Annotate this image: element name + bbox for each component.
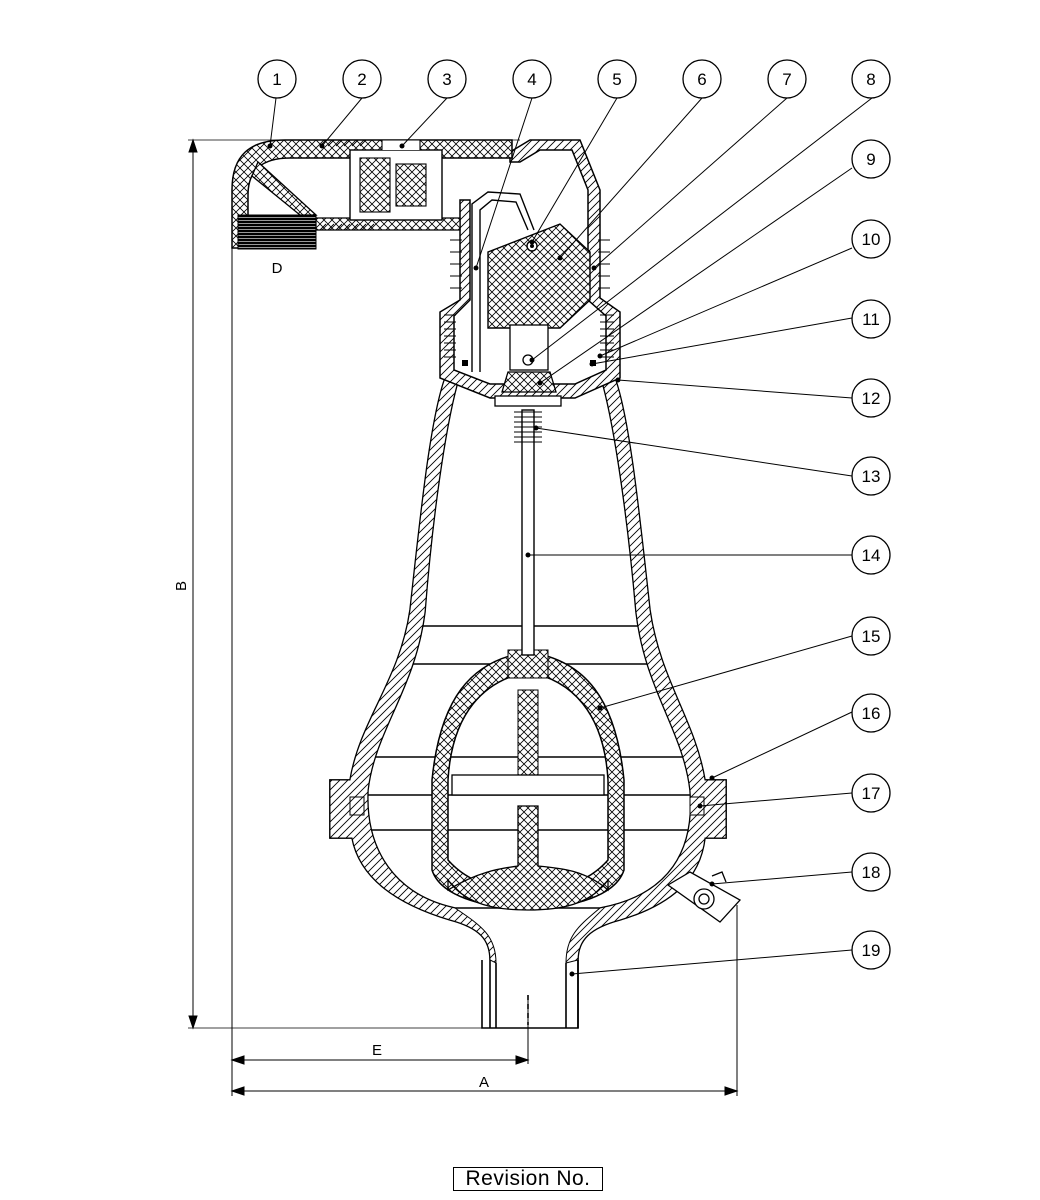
callout-2: 2 (357, 70, 366, 89)
check-valve-internals (359, 139, 427, 213)
callout-16: 16 (862, 704, 881, 723)
body-wall-left (329, 377, 497, 964)
callout-5: 5 (612, 70, 621, 89)
orifice-plate (494, 395, 562, 407)
lever-arm (471, 191, 535, 372)
callout-leader-dots (267, 143, 715, 977)
callout-1: 1 (272, 70, 281, 89)
valve-stem (521, 409, 535, 656)
callout-17: 17 (862, 784, 881, 803)
callout-15: 15 (862, 627, 881, 646)
callout-leaders (269, 97, 873, 975)
callout-12: 12 (862, 389, 881, 408)
callout-3: 3 (442, 70, 451, 89)
callout-11: 11 (862, 310, 880, 329)
float-hub (451, 774, 605, 796)
dimension-lines (188, 138, 739, 1096)
float-base-rib (447, 805, 609, 911)
stem-spring (514, 411, 542, 443)
float-rib (517, 689, 539, 776)
callout-9: 9 (866, 150, 875, 169)
callout-4: 4 (527, 70, 536, 89)
callout-13: 13 (862, 467, 881, 486)
float-connector (507, 649, 549, 679)
pivot-pin-inner (530, 244, 534, 248)
seal-spring-right (600, 314, 614, 358)
callout-8: 8 (866, 70, 875, 89)
revision-label: Revision No. (453, 1167, 603, 1191)
dimension-e-label: E (372, 1042, 382, 1059)
callout-18: 18 (862, 863, 881, 882)
elbow-screen-d (237, 214, 317, 250)
callout-numbers: 1 2 3 4 5 6 7 8 9 10 11 12 13 14 15 16 1… (272, 70, 880, 960)
callout-10: 10 (862, 230, 881, 249)
o-ring-left (462, 360, 468, 366)
flange-gasket-left (349, 796, 365, 816)
callout-19: 19 (862, 941, 881, 960)
upper-housing (439, 139, 621, 399)
seal-spring-left (444, 314, 456, 358)
dimension-a-label: A (479, 1074, 489, 1091)
kinetic-float (487, 223, 591, 329)
dimension-d-label: D (272, 260, 283, 277)
drain-cock (666, 871, 742, 923)
callout-6: 6 (697, 70, 706, 89)
callout-7: 7 (782, 70, 791, 89)
housing-threads (450, 239, 610, 289)
callout-14: 14 (862, 546, 881, 565)
elbow-threads (319, 139, 375, 231)
dimension-b-label: B (173, 581, 190, 591)
elbow-wedge (251, 160, 318, 216)
seal-disc (501, 371, 557, 393)
elbow-outlet (231, 139, 513, 249)
callout-bubbles (257, 59, 891, 970)
body-wall-right (565, 377, 727, 964)
